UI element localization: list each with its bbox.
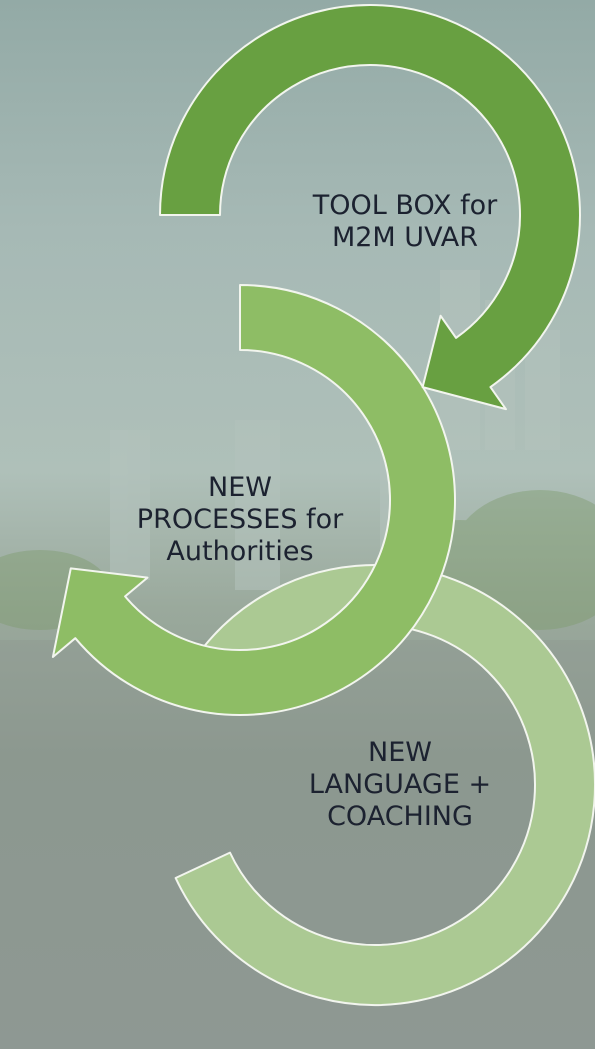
stage-label-language: NEW LANGUAGE + COACHING [308, 737, 492, 832]
arrow-language [174, 564, 595, 1006]
stage-label-toolbox: TOOL BOX for M2M UVAR [312, 190, 498, 253]
arrow-toolbox [159, 4, 581, 411]
arrow-processes [51, 284, 456, 716]
stage-label-processes: NEW PROCESSES for Authorities [136, 472, 344, 567]
